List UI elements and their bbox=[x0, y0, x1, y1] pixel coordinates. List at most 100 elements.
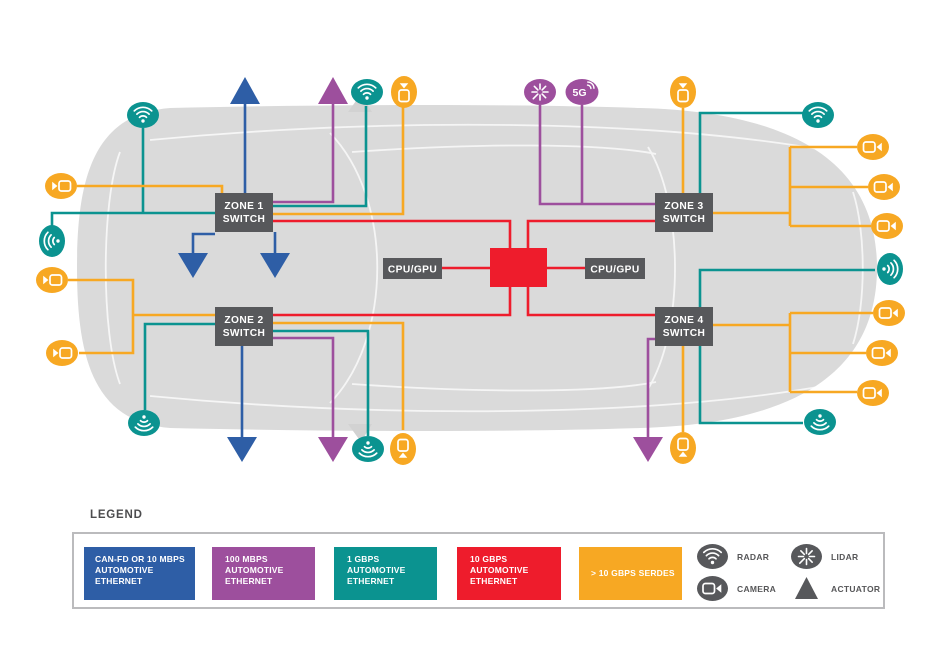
zone1-label: ZONE 1 bbox=[224, 201, 263, 212]
can-fd-10mbps-lines bbox=[191, 104, 277, 437]
camera-icon bbox=[391, 76, 417, 108]
legend-chip-can-fd: CAN-FD OR 10 MBPS AUTOMOTIVE ETHERNET bbox=[84, 547, 195, 600]
zone1-switch: ZONE 1 SWITCH bbox=[215, 193, 273, 232]
zone3-label2: SWITCH bbox=[663, 214, 706, 225]
camera-icon bbox=[866, 340, 898, 366]
legend-chip-10gbps: 10 GBPS AUTOMOTIVE ETHERNET bbox=[457, 547, 561, 600]
camera-icon bbox=[873, 300, 905, 326]
cpu-gpu-left-label: CPU/GPU bbox=[388, 265, 437, 276]
purple-line-zone2-down bbox=[273, 336, 335, 437]
legend-chip-line: 10 GBPS bbox=[470, 554, 508, 564]
cpu-gpu-right-label: CPU/GPU bbox=[590, 265, 639, 276]
teal-line-zone3-top-radar bbox=[698, 111, 803, 193]
legend-chip-line: CAN-FD OR 10 MBPS bbox=[95, 554, 185, 564]
actuator-icon bbox=[318, 77, 348, 104]
camera-icon bbox=[670, 76, 696, 108]
radar-icon bbox=[351, 79, 383, 105]
camera-icon bbox=[36, 267, 68, 293]
radar-icon bbox=[697, 544, 728, 569]
zone3-switch: ZONE 3 SWITCH bbox=[655, 193, 713, 232]
radar-icon bbox=[128, 410, 160, 436]
radar-icon bbox=[877, 253, 903, 285]
gbps10-lines bbox=[273, 219, 655, 317]
central-compute-box bbox=[490, 248, 547, 287]
camera-icon bbox=[45, 173, 77, 199]
red-line-zone1-compute bbox=[273, 219, 512, 248]
legend-lidar: LIDAR bbox=[790, 543, 858, 570]
zone4-label: ZONE 4 bbox=[664, 315, 703, 326]
gbps1-lines bbox=[50, 106, 875, 436]
red-line-zone2-compute bbox=[273, 287, 512, 317]
legend-chip-1gbps: 1 GBPS AUTOMOTIVE ETHERNET bbox=[334, 547, 437, 600]
purple-line-zone4-down bbox=[646, 337, 655, 437]
legend-chip-line: AUTOMOTIVE bbox=[225, 565, 284, 575]
camera-icon bbox=[390, 433, 416, 465]
blue-line-zone1-down-left bbox=[191, 232, 215, 253]
camera-icon bbox=[670, 432, 696, 464]
cpu-gpu-left: CPU/GPU bbox=[383, 258, 442, 279]
legend-radar: RADAR bbox=[696, 543, 769, 570]
yellow-line-zone1-top-camera bbox=[273, 107, 405, 216]
5g-label: 5G bbox=[572, 87, 586, 99]
radar-icon bbox=[127, 102, 159, 128]
legend-chip-line: AUTOMOTIVE bbox=[470, 565, 529, 575]
purple-line-zone1-up bbox=[273, 104, 335, 204]
legend-chip-line: ETHERNET bbox=[470, 576, 518, 586]
legend-chip-line: ETHERNET bbox=[347, 576, 395, 586]
legend-lidar-label: LIDAR bbox=[831, 551, 859, 562]
camera-icon bbox=[697, 576, 728, 601]
legend-chip-line: ETHERNET bbox=[225, 576, 273, 586]
legend-actuator-label: ACTUATOR bbox=[831, 583, 881, 594]
radar-icon bbox=[802, 102, 834, 128]
legend-chip-100mbps: 100 MBPS AUTOMOTIVE ETHERNET bbox=[212, 547, 315, 600]
camera-icon bbox=[871, 213, 903, 239]
zone1-label2: SWITCH bbox=[223, 214, 266, 225]
actuator-icon bbox=[227, 437, 257, 462]
radar-icon bbox=[804, 409, 836, 435]
camera-icon bbox=[857, 134, 889, 160]
radar-icon bbox=[39, 225, 65, 257]
teal-line-zone4-bottom-radar bbox=[698, 345, 803, 425]
actuator-icon bbox=[795, 577, 818, 599]
yellow-line-zone1-left-camera bbox=[77, 184, 224, 193]
camera-icon bbox=[46, 340, 78, 366]
serdes-lines bbox=[68, 107, 873, 432]
yellow-line-zone3-right-cameras bbox=[712, 145, 871, 228]
zone4-label2: SWITCH bbox=[663, 328, 706, 339]
teal-line-zone2-left-radar bbox=[143, 322, 215, 410]
cpu-gpu-right: CPU/GPU bbox=[585, 258, 645, 279]
actuator-icon bbox=[260, 253, 290, 278]
5g-antenna-icon: 5G bbox=[565, 79, 599, 105]
actuator-icon bbox=[178, 253, 208, 278]
legend-chip-line: AUTOMOTIVE bbox=[347, 565, 406, 575]
actuator-icon bbox=[318, 437, 348, 462]
legend-chip-serdes: > 10 GBPS SERDES bbox=[579, 547, 682, 600]
legend-chip-line: ETHERNET bbox=[95, 576, 143, 586]
legend-actuator: ACTUATOR bbox=[790, 575, 880, 602]
teal-line-zone1-left-radars bbox=[50, 128, 215, 228]
car-network-diagram: CPU/GPU CPU/GPU ZONE 1 SWITCH ZONE 2 SWI… bbox=[0, 0, 950, 505]
teal-line-zone4-side-radar bbox=[698, 268, 875, 307]
legend: CAN-FD OR 10 MBPS AUTOMOTIVE ETHERNET 10… bbox=[72, 532, 885, 609]
legend-title: LEGEND bbox=[90, 509, 143, 521]
teal-line-zone1-top-radar bbox=[273, 106, 368, 208]
teal-line-zone2-bottom-radar bbox=[273, 329, 370, 436]
actuator-icon bbox=[633, 437, 663, 462]
actuators bbox=[178, 77, 663, 462]
red-line-zone3-compute bbox=[526, 219, 655, 248]
yellow-line-zone2-bottom-camera bbox=[273, 321, 405, 430]
zone2-label2: SWITCH bbox=[223, 328, 266, 339]
legend-chip-line: > 10 GBPS SERDES bbox=[591, 568, 675, 578]
mbps100-lines bbox=[273, 104, 655, 437]
legend-camera: CAMERA bbox=[696, 575, 776, 602]
zone4-switch: ZONE 4 SWITCH bbox=[655, 307, 713, 346]
legend-chip-line: 100 MBPS bbox=[225, 554, 268, 564]
zone3-label: ZONE 3 bbox=[664, 201, 703, 212]
legend-chip-line: AUTOMOTIVE bbox=[95, 565, 154, 575]
legend-chip-line: 1 GBPS bbox=[347, 554, 380, 564]
yellow-line-zone4-right-cameras bbox=[712, 311, 873, 394]
legend-camera-label: CAMERA bbox=[737, 583, 777, 594]
radar-icon bbox=[352, 436, 384, 462]
actuator-icon bbox=[230, 77, 260, 104]
